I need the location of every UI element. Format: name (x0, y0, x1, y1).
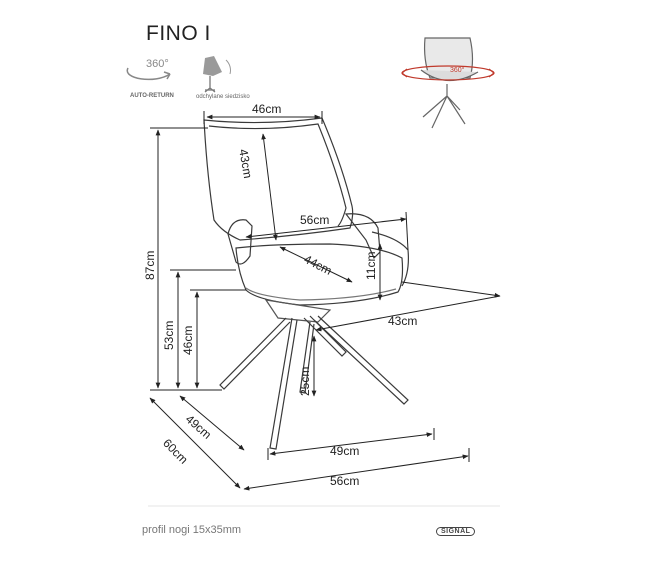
rotation-icon (126, 67, 171, 81)
chair-thumbnail-icon (401, 37, 495, 129)
leg-profile-note: profil nogi 15x35mm (142, 524, 242, 536)
auto-return-label: AUTO-RETURN (130, 93, 174, 99)
dim-armrest-floor-height: 53cm (162, 320, 176, 350)
dim-armrest-width: 56cm (300, 213, 330, 227)
dim-base-width: 49cm (330, 444, 360, 458)
chair-body (203, 117, 409, 450)
rotation-label: 360° (146, 58, 169, 70)
dim-seat-back-width: 46cm (252, 102, 282, 116)
brand-name: SIGNAL (436, 527, 476, 536)
dim-seat-height: 46cm (181, 325, 195, 355)
dimension-lines (149, 111, 501, 491)
dim-total-height: 87cm (143, 250, 157, 280)
dim-leg-height: 25cm (298, 366, 312, 396)
product-title: FINO I (146, 22, 211, 45)
tilt-seat-label: odchylane siedzisko (196, 94, 250, 100)
dim-armrest-height: 11cm (364, 251, 378, 280)
thumbnail-rotation-label: 360° (450, 67, 465, 74)
tilt-seat-icon (203, 56, 231, 93)
brand-logo: SIGNAL (436, 527, 476, 536)
dim-seat-depth: 43cm (388, 314, 418, 328)
dim-total-width: 56cm (330, 474, 360, 488)
